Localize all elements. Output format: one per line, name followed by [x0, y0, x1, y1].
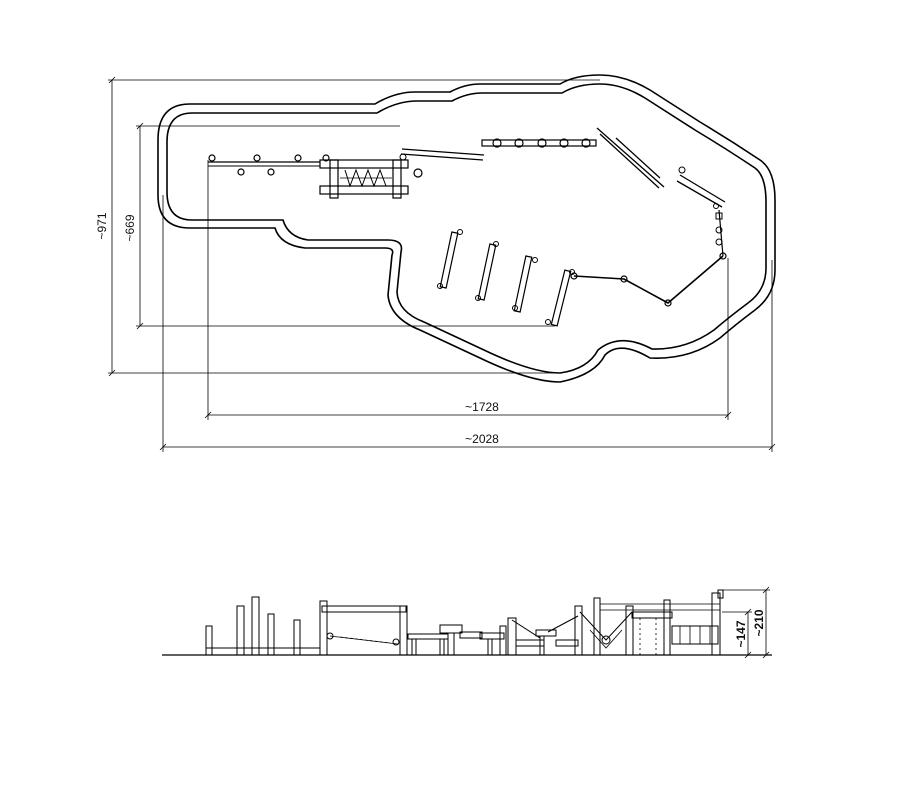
plan-dimensions: [108, 76, 776, 452]
elevation-benches: [407, 615, 579, 656]
elevation-beam-ladder: [321, 605, 408, 656]
round-post: [413, 168, 423, 178]
stepping-logs: [481, 138, 597, 148]
elevation-view: ~147 ~210: [162, 586, 772, 659]
post: [253, 154, 261, 162]
elevation-posts-left: [205, 596, 328, 656]
post: [322, 154, 330, 162]
elevation-structure-right: [574, 589, 724, 656]
dim-total-width: ~2028: [465, 432, 499, 446]
post: [237, 168, 245, 176]
dim-height-low: ~147: [734, 620, 748, 647]
slanted-benches: [437, 229, 575, 327]
post: [267, 168, 275, 176]
plan-view: ~971 ~669 ~1728 ~2028: [95, 74, 776, 452]
dim-total-height: ~971: [95, 212, 109, 239]
ladder-frame: [319, 159, 409, 199]
dim-height-high: ~210: [752, 609, 766, 636]
elevation-dimensions: [722, 586, 770, 659]
post: [294, 154, 302, 162]
dim-inner-height: ~669: [123, 214, 137, 241]
diagonal-beams: [596, 127, 726, 209]
safety-zone-inner: [166, 83, 767, 374]
rope-traverse: [570, 252, 727, 307]
rope-posts-right: [715, 209, 724, 257]
post: [208, 154, 216, 162]
dim-inner-width: ~1728: [465, 400, 499, 414]
safety-zone-outer: [157, 74, 776, 383]
sloped-beam: [400, 148, 485, 161]
